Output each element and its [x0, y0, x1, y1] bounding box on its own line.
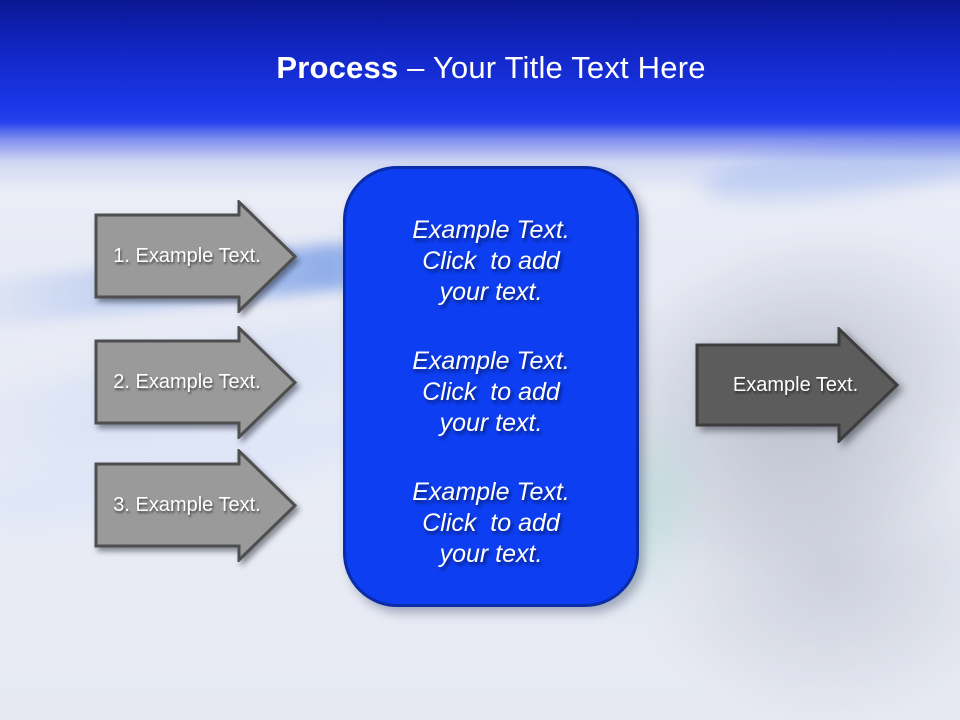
slide-title[interactable]: Process – Your Title Text Here	[0, 50, 960, 86]
text-line: your text.	[439, 540, 543, 568]
center-text-panel[interactable]: Example Text. Click to add your text. Ex…	[343, 166, 639, 607]
title-keyword: Process	[276, 50, 399, 85]
result-arrow-label: Example Text.	[732, 373, 859, 396]
process-arrow-2-label: 2. Example Text.	[113, 371, 261, 393]
process-arrow-3[interactable]: 3. Example Text.	[94, 449, 298, 562]
right-arrow-shape-icon	[695, 327, 900, 443]
text-line: your text.	[439, 409, 543, 437]
process-arrow-3-label: 3. Example Text.	[113, 494, 261, 516]
panel-text-block-1[interactable]: Example Text. Click to add your text.	[364, 215, 618, 308]
text-line: Example Text.	[412, 478, 570, 506]
process-arrow-1-label: 1. Example Text.	[113, 245, 261, 267]
process-arrow-1[interactable]: 1. Example Text.	[94, 200, 298, 313]
text-line: Click to add	[422, 509, 560, 537]
process-arrow-2[interactable]: 2. Example Text.	[94, 326, 298, 439]
text-line: Example Text.	[412, 216, 570, 244]
text-line: Example Text.	[412, 347, 570, 375]
text-line: your text.	[439, 278, 543, 306]
title-rest: – Your Title Text Here	[398, 50, 706, 85]
result-arrow[interactable]: Example Text.	[695, 327, 900, 443]
text-line: Click to add	[422, 247, 560, 275]
background-swirl	[640, 420, 960, 720]
panel-text-block-2[interactable]: Example Text. Click to add your text.	[364, 346, 618, 439]
text-line: Click to add	[422, 378, 560, 406]
panel-text-block-3[interactable]: Example Text. Click to add your text.	[364, 477, 618, 570]
